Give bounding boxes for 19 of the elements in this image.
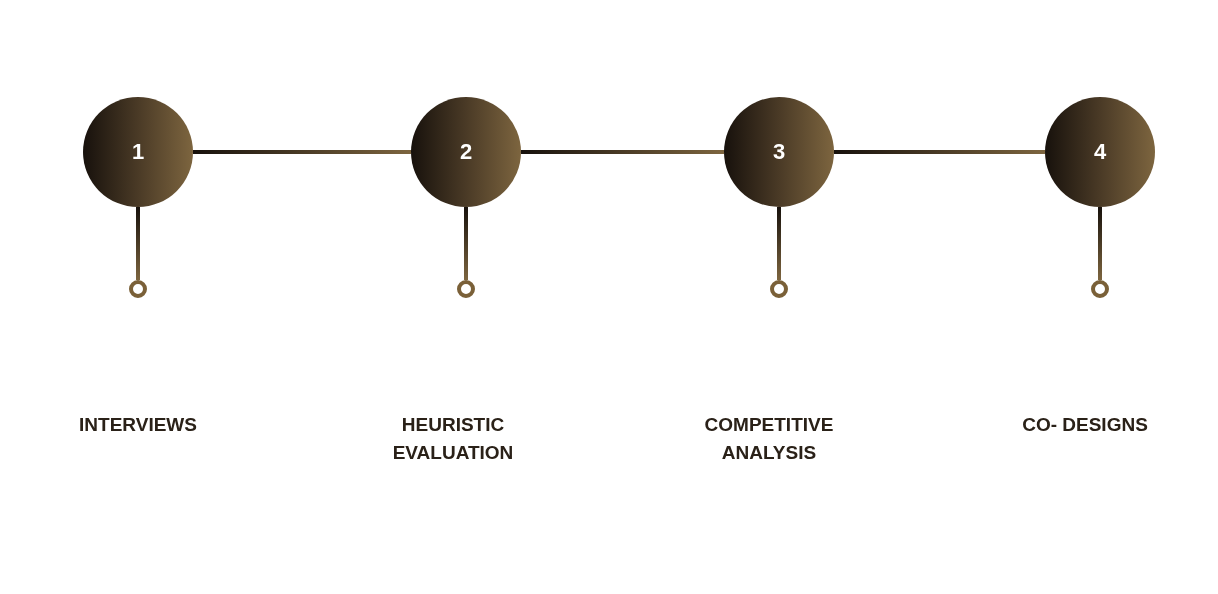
connector-line <box>136 207 140 280</box>
ring-marker <box>129 280 147 298</box>
step-label: COMPETITIVE ANALYSIS <box>703 413 835 465</box>
step-number: 1 <box>131 139 145 165</box>
connector-line <box>1098 207 1102 280</box>
step-number: 2 <box>459 139 473 165</box>
step-label: CO- DESIGNS <box>1021 413 1149 437</box>
step-number: 4 <box>1093 139 1107 165</box>
step-label: HEURISTIC EVALUATION <box>391 413 515 465</box>
connector-line <box>521 150 724 154</box>
connector-line <box>777 207 781 280</box>
step-number: 3 <box>772 139 786 165</box>
ring-marker <box>1091 280 1109 298</box>
connector-line <box>464 207 468 280</box>
connector-line <box>193 150 411 154</box>
step-label: INTERVIEWS <box>78 413 198 437</box>
connector-line <box>834 150 1045 154</box>
ring-marker <box>770 280 788 298</box>
ring-marker <box>457 280 475 298</box>
